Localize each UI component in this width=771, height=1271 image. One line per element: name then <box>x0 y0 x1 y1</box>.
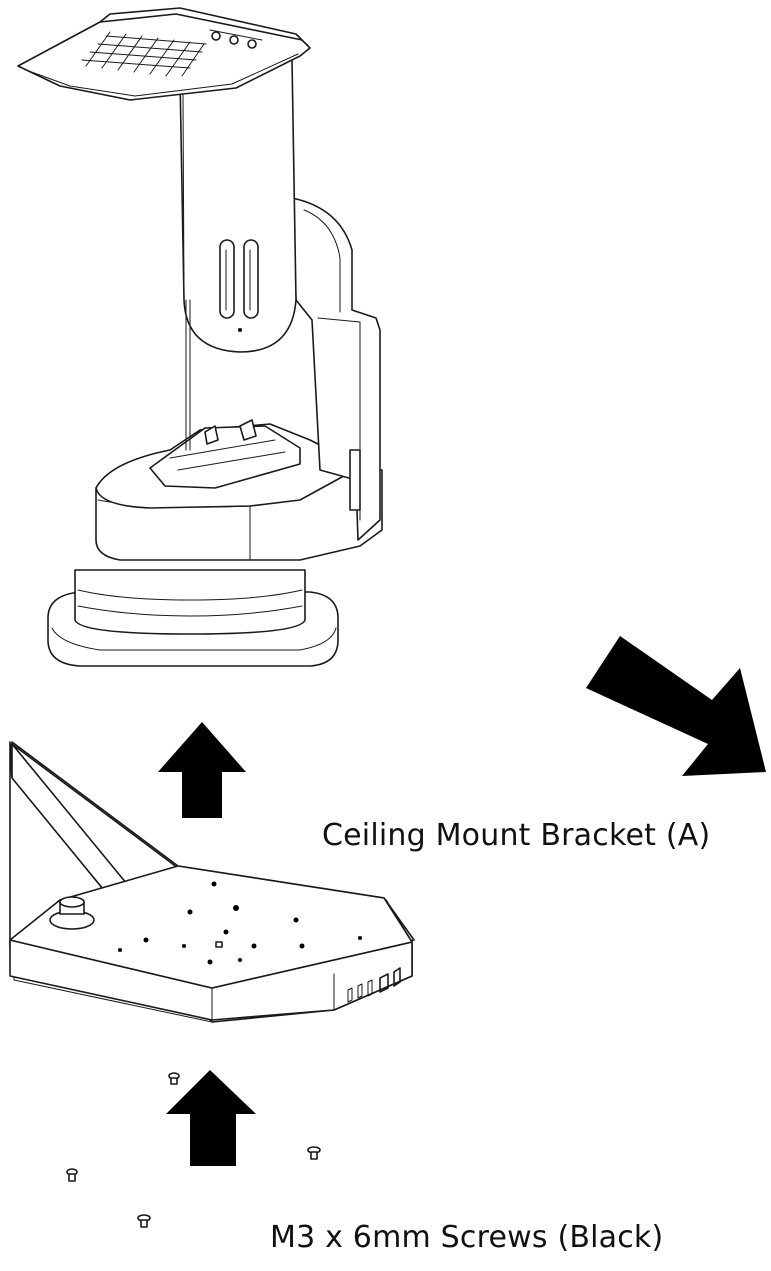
platform-grid <box>81 31 207 77</box>
diagonal-arrow-icon <box>586 636 766 776</box>
screw-icon <box>168 1072 180 1085</box>
camera-base-ring <box>47 569 339 667</box>
plate-holes <box>118 881 362 965</box>
plate-knob <box>49 896 95 930</box>
camera-top-platform <box>17 7 311 101</box>
camera-on-bracket-illustration <box>17 7 383 667</box>
screw-icon <box>66 1168 78 1182</box>
up-arrow-icon <box>166 1070 256 1166</box>
up-arrow-icon <box>158 722 246 818</box>
camera-side-arm <box>291 197 381 541</box>
camera-bracket-riser <box>179 59 297 451</box>
ceiling-mount-bracket-label: Ceiling Mount Bracket (A) <box>322 818 711 853</box>
screw-icon <box>137 1214 151 1228</box>
camera-body-top <box>95 419 363 509</box>
mounting-plate-illustration <box>9 741 415 1023</box>
screws-label: M3 x 6mm Screws (Black) <box>270 1220 664 1255</box>
plate-logo <box>347 967 401 1003</box>
screw-icon <box>307 1146 321 1160</box>
